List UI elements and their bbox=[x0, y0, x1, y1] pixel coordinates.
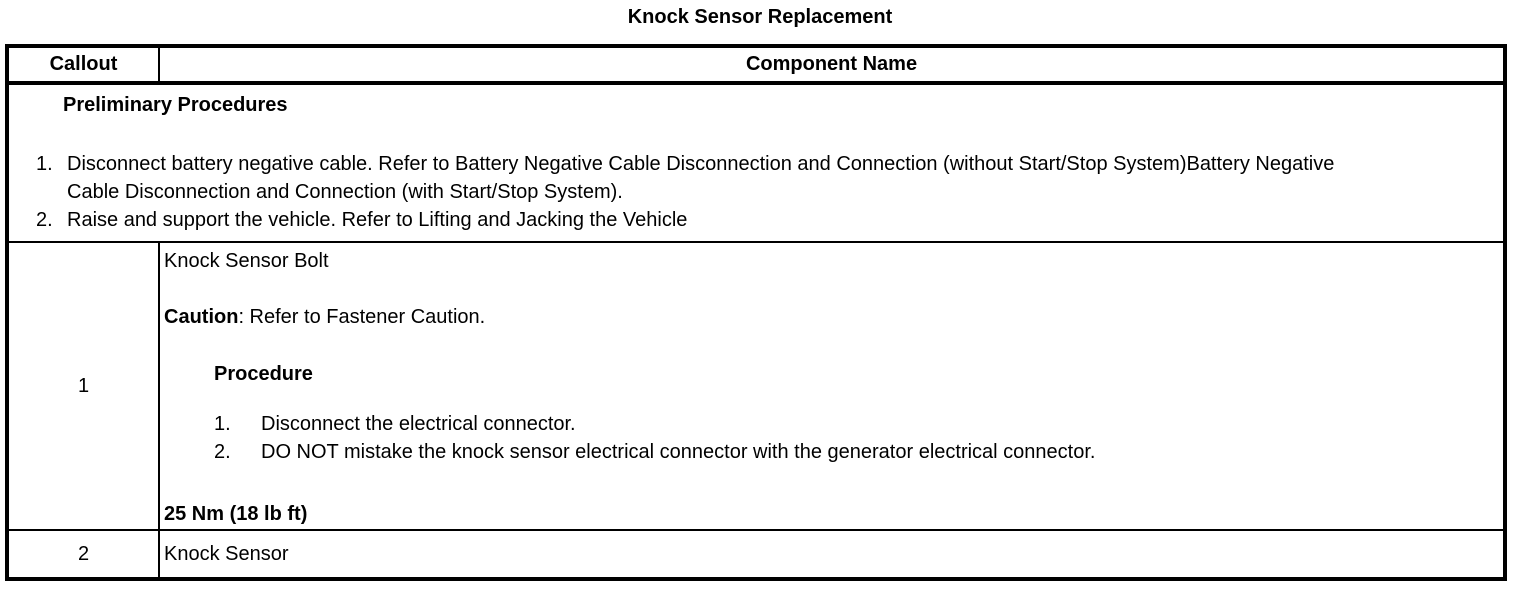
torque-spec: 25 Nm (18 lb ft) bbox=[164, 503, 308, 525]
header-component-name: Component Name bbox=[745, 53, 918, 75]
page-title: Knock Sensor Replacement bbox=[627, 6, 893, 28]
step-text: Disconnect battery negative cable. Refer… bbox=[67, 153, 1335, 203]
procedure-steps: 1. Disconnect the electrical connector. … bbox=[164, 410, 1497, 466]
table-header-row: Callout Component Name bbox=[9, 48, 1503, 85]
callout-cell: 1 bbox=[9, 243, 160, 529]
component-table: Callout Component Name Preliminary Proce… bbox=[5, 44, 1507, 581]
table-row: 2 Knock Sensor bbox=[9, 531, 1503, 577]
step-number: 1. bbox=[214, 413, 231, 435]
procedure-step: 2. DO NOT mistake the knock sensor elect… bbox=[164, 438, 1497, 466]
step-number: 2. bbox=[214, 441, 231, 463]
table-row: 1 Knock Sensor Bolt Caution: Refer to Fa… bbox=[9, 243, 1503, 531]
callout-cell: 2 bbox=[9, 531, 160, 577]
component-cell: Knock Sensor bbox=[164, 542, 289, 565]
caution-label: Caution bbox=[164, 306, 239, 328]
step-text: Raise and support the vehicle. Refer to … bbox=[67, 209, 688, 231]
preliminary-step: 1. Disconnect battery negative cable. Re… bbox=[9, 150, 1503, 206]
caution-note: Caution: Refer to Fastener Caution. bbox=[164, 303, 1497, 331]
component-name-text: Knock Sensor Bolt bbox=[164, 250, 329, 272]
header-callout: Callout bbox=[9, 48, 160, 81]
component-cell: Knock Sensor Bolt Caution: Refer to Fast… bbox=[160, 243, 1503, 529]
step-number: 2. bbox=[36, 209, 53, 231]
step-text: Disconnect the electrical connector. bbox=[261, 413, 576, 435]
procedure-heading: Procedure bbox=[214, 363, 313, 385]
step-text: DO NOT mistake the knock sensor electric… bbox=[261, 441, 1096, 463]
step-number: 1. bbox=[36, 153, 53, 175]
preliminary-procedures-row: Preliminary Procedures 1. Disconnect bat… bbox=[9, 85, 1503, 243]
preliminary-step: 2. Raise and support the vehicle. Refer … bbox=[9, 206, 1503, 234]
preliminary-procedures-heading: Preliminary Procedures bbox=[63, 94, 288, 116]
procedure-step: 1. Disconnect the electrical connector. bbox=[164, 410, 1497, 438]
caution-text: : Refer to Fastener Caution. bbox=[238, 306, 486, 328]
